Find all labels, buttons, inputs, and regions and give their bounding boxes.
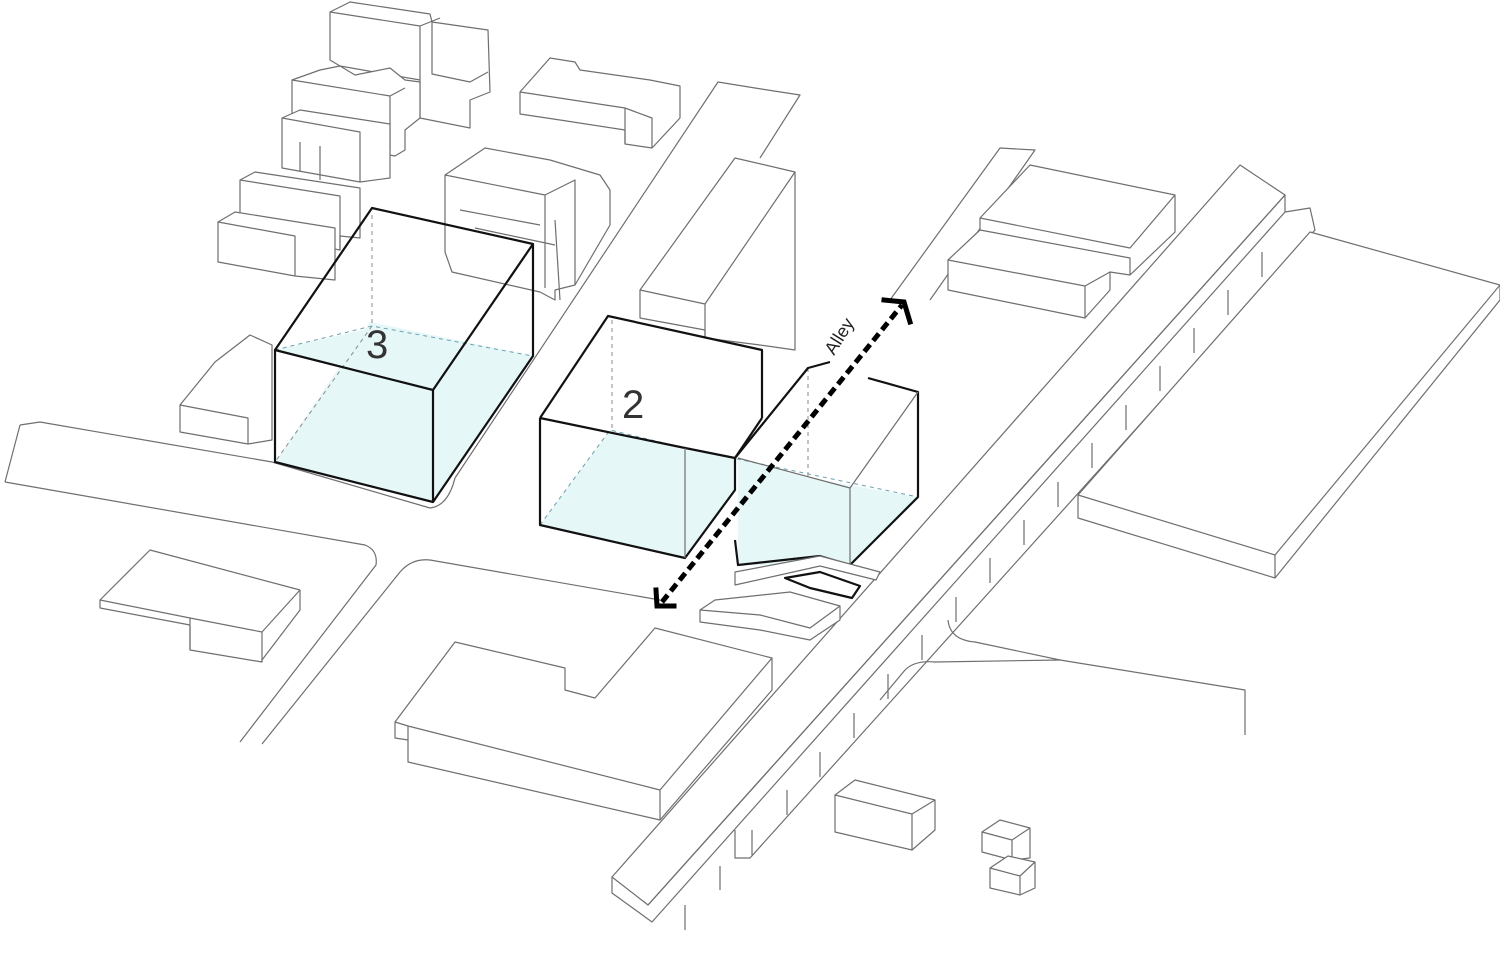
street-west-lower-edge — [4, 481, 377, 743]
street-west-upper-edge — [19, 421, 273, 463]
street-west-end — [4, 424, 21, 483]
block3-curb — [271, 461, 456, 509]
street-east-upper — [947, 619, 1246, 735]
context-buildings-southwest — [99, 549, 841, 821]
site-3-outline — [273, 206, 535, 504]
deck-pillars — [684, 252, 1263, 930]
alley-arrow-head-north — [881, 297, 914, 326]
site-3-number: 3 — [366, 323, 388, 367]
streets — [4, 81, 1316, 923]
context-buildings-north — [444, 57, 681, 301]
alley-arrow-shaft — [660, 303, 904, 604]
context-buildings-northwest — [179, 1, 491, 445]
site-2b-plinth — [734, 555, 881, 586]
context-buildings-southeast — [834, 779, 1036, 896]
site-2b-canopy — [783, 570, 862, 600]
site-2b-footprint — [738, 458, 918, 565]
alley-arrow-head-south — [653, 587, 677, 609]
alley-label: Alley — [820, 314, 858, 358]
street-diagonal-south-curb — [261, 559, 661, 745]
site-3-massing: 3 — [273, 206, 535, 504]
context-tower — [639, 157, 796, 351]
elevated-deck-far — [734, 207, 1316, 859]
site-2-number: 2 — [622, 383, 644, 427]
site-2-massing: 2 — [538, 314, 920, 600]
street-diagonal-west-edge — [454, 81, 801, 479]
context-buildings-northeast — [947, 164, 1500, 579]
street-east-lower — [879, 659, 1061, 701]
site-3-top-footprint — [275, 328, 533, 390]
elevated-deck-side — [611, 194, 1286, 923]
site-2-footprint — [540, 430, 735, 558]
